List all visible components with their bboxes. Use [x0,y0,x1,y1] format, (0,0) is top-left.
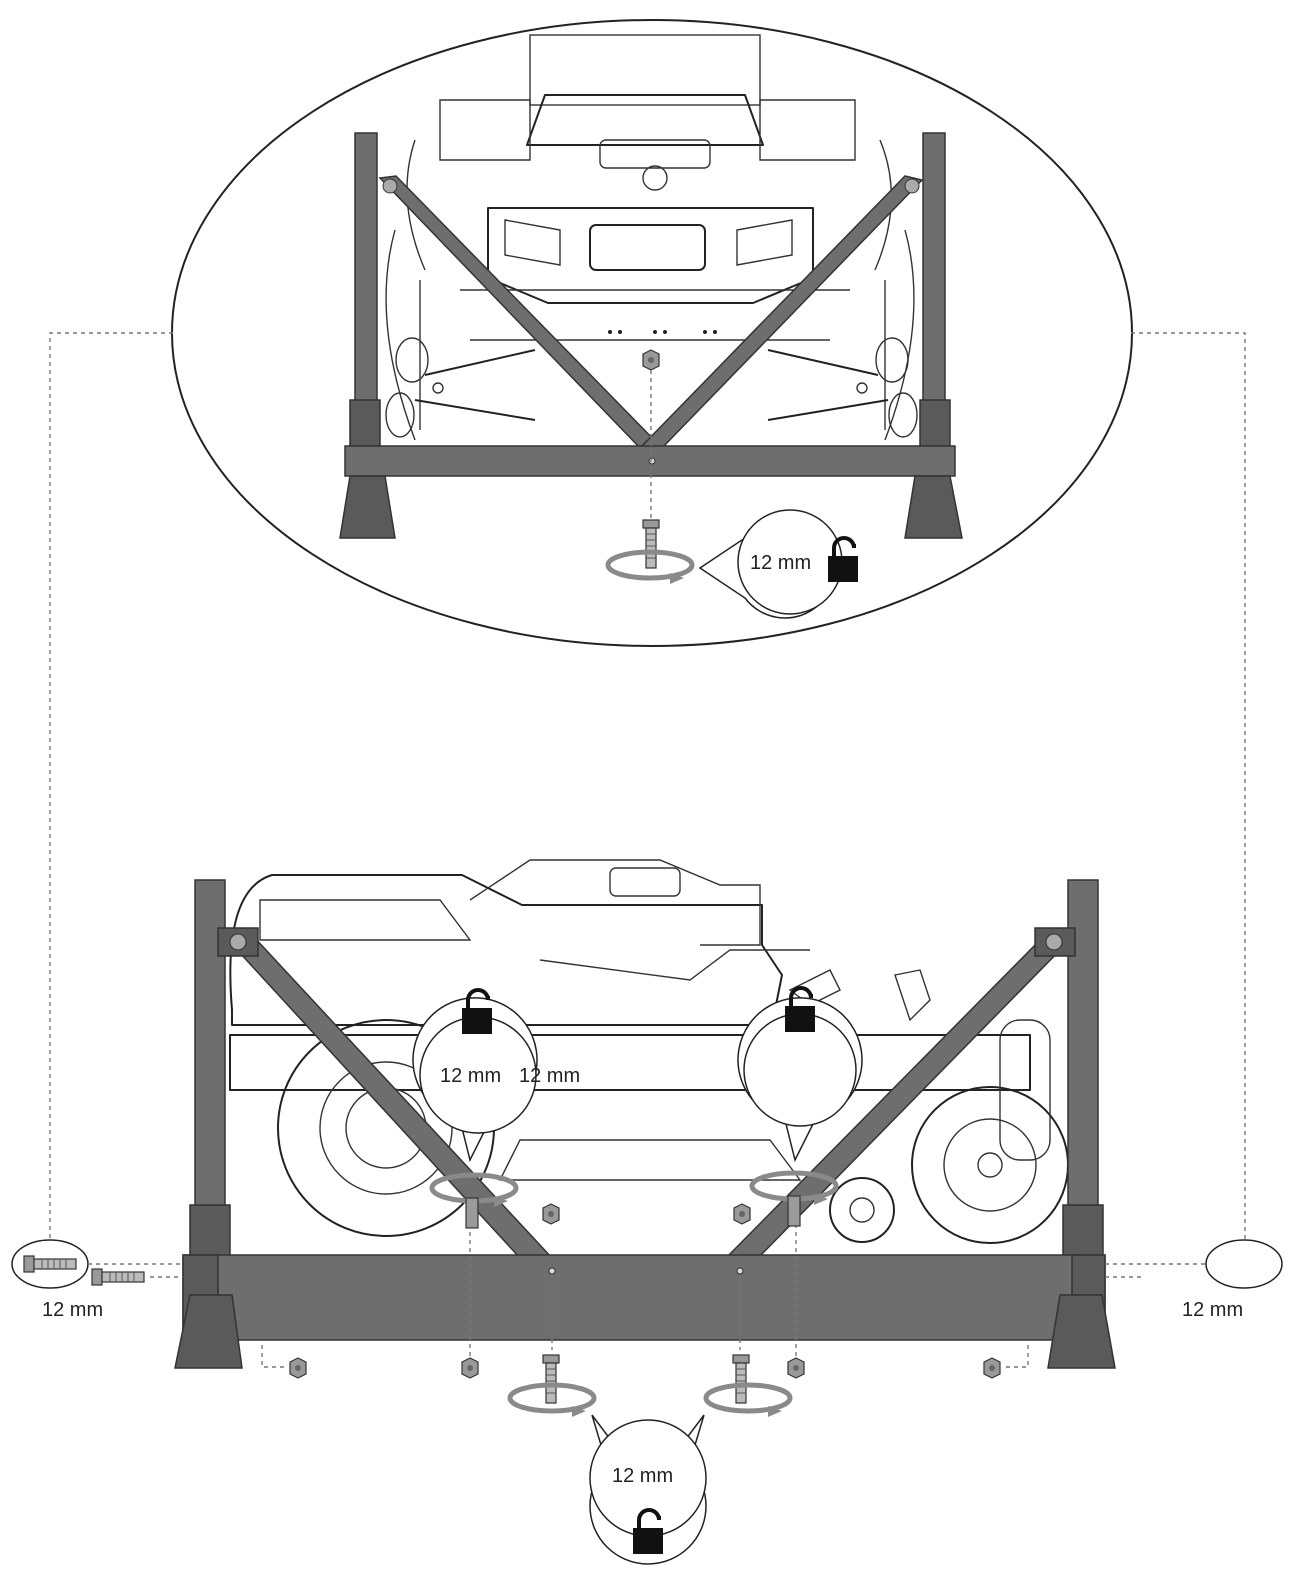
bolt-icon [732,1354,750,1404]
front-view-detail: 12 mm [171,19,1133,647]
callout-side-left: 12 mm 12 mm [412,988,580,1163]
rotate-arrow-icon [706,1385,790,1417]
side-view: 12 mm 12 mm 12 mm 12 mm [11,859,1283,1565]
connector-line-left [49,332,173,1243]
bolt-icon [23,1255,77,1273]
wrench-size-label-b: 12 mm [519,1065,580,1087]
padlock-unlocked-icon [460,988,494,1036]
mower-front-view [385,34,915,441]
nut-icon [461,1357,479,1379]
wrench-size-label: 12 mm [750,552,811,574]
padlock-unlocked-icon [783,986,817,1034]
crate-frame-side [174,879,1116,1369]
padlock-unlocked-icon [826,536,860,584]
nut-icon [733,1203,751,1225]
scissors-icon [767,337,918,438]
callout-bottom-center: 12 mm [589,1414,707,1565]
nut-icon [983,1357,1001,1379]
bolt-icon [465,1197,479,1229]
left-end-bolt: 12 mm [11,1239,183,1321]
bottom-size-label: 12 mm [612,1465,673,1487]
right-end-bolt: 12 mm [1105,1239,1283,1321]
bolt-icon [642,519,660,569]
nut-icon [289,1357,307,1379]
connector-line-right [1131,332,1246,1243]
left-end-size-label: 12 mm [42,1299,103,1321]
bolt-icon [787,1195,801,1227]
right-end-size-label: 12 mm [1182,1299,1243,1321]
crate-frame-front [339,132,963,539]
nut-icon [787,1357,805,1379]
callout-side-right [737,986,863,1163]
wrench-size-label-a: 12 mm [440,1065,501,1087]
nut-icon [642,349,660,371]
nut-icon [542,1203,560,1225]
bolt-icon [542,1354,560,1404]
bolt-icon [91,1268,145,1286]
callout-top-detail: 12 mm [698,509,860,619]
scissors-icon [385,337,536,438]
